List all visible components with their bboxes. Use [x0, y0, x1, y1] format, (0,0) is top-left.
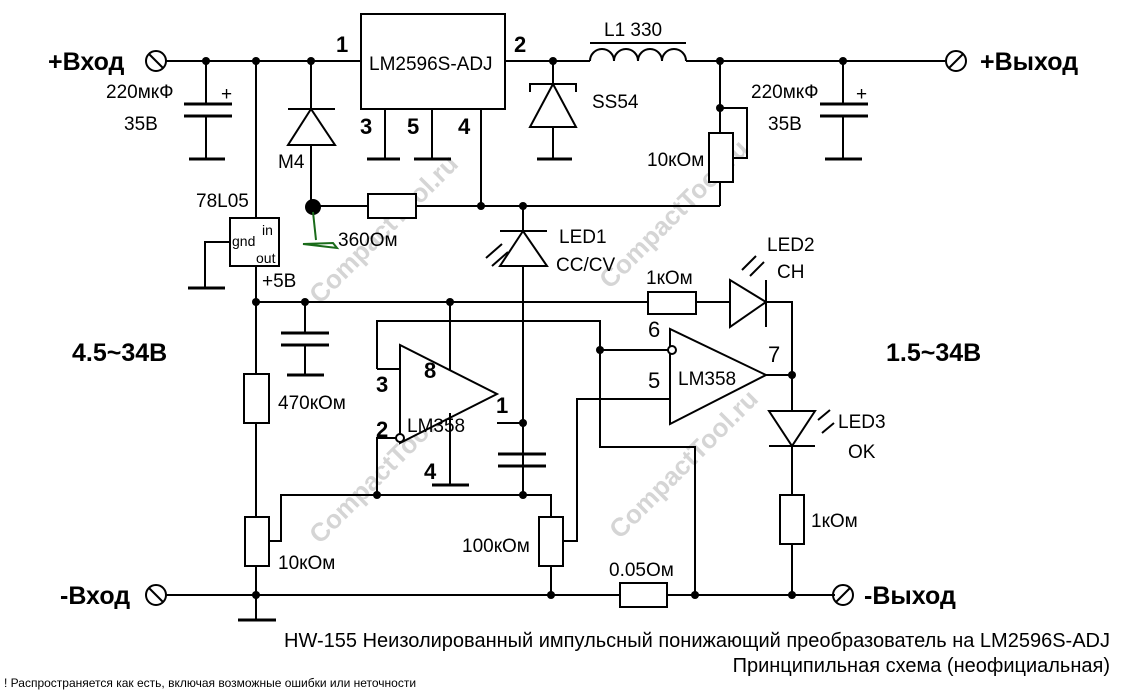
led3-name: LED3 [838, 412, 886, 433]
title-line-1: HW-155 Неизолированный импульсный понижа… [284, 630, 1110, 652]
output-minus-label: -Выход [864, 582, 956, 610]
cap-in-value: 220мкФ [106, 82, 174, 103]
led3-function: OK [848, 442, 876, 463]
led3: LED3 OK [767, 375, 886, 495]
opamp-a-pin-2: 2 [376, 417, 388, 442]
resistor-470k: 470кОм [243, 373, 346, 424]
opamp-a: LM358 3 8 2 4 1 [376, 302, 670, 495]
ldo-pin-gnd: gnd [232, 233, 255, 249]
res-led3-label: 1кОм [811, 511, 858, 532]
shunt-label: 0.05Ом [609, 560, 674, 581]
diode-m4: M4 [278, 61, 340, 250]
cap-out-voltage: 35В [768, 114, 802, 135]
res-470k-label: 470кОм [278, 393, 346, 414]
output-minus-terminal[interactable]: -Выход [832, 582, 956, 610]
inductor-l1: L1 330 [589, 20, 945, 62]
output-plus-terminal[interactable]: +Выход [945, 48, 1078, 76]
opamp-b-pin-5: 5 [648, 368, 660, 393]
feedback-pot-label: 10кОм [647, 150, 704, 171]
input-minus-label: -Вход [60, 582, 130, 610]
pot-10k-label: 10кОм [278, 553, 335, 574]
ldo-pin-out: out [256, 250, 276, 266]
led1-name: LED1 [559, 227, 607, 248]
opamp-b: LM358 6 5 7 [648, 317, 792, 426]
opamp-a-pin-8: 8 [424, 358, 436, 383]
sense-line [599, 350, 696, 595]
capacitor-5v [281, 302, 329, 377]
cap-out-value: 220мкФ [751, 82, 819, 103]
output-capacitor: + 220мкФ 35В [751, 61, 868, 161]
opamp-a-pin-4: 4 [424, 459, 437, 484]
regulator-pin-2: 2 [514, 32, 526, 57]
feedback-pot-10k: 10кОм [647, 61, 748, 206]
opamp-b-pin-6: 6 [648, 317, 660, 342]
opamp-b-name: LM358 [678, 369, 736, 390]
pot-10k: 10кОм [244, 494, 523, 574]
regulator-pin-4: 4 [458, 114, 471, 139]
opamp-b-pin-7: 7 [768, 342, 780, 367]
rail-5v: 1кОм [256, 268, 730, 315]
capacitor-comp [498, 452, 546, 468]
regulator-name: LM2596S-ADJ [369, 54, 493, 75]
pot-100k: 100кОм [462, 398, 670, 595]
res-360-label: 360Ом [338, 230, 398, 251]
output-plus-label: +Выход [980, 48, 1078, 76]
diode-m4-label: M4 [278, 152, 305, 173]
input-voltage-range: 4.5~34В [72, 339, 167, 367]
schottky-ss54: SS54 [505, 60, 639, 161]
resistor-led3: 1кОм [779, 494, 858, 595]
led1: LED1 CC/CV [485, 206, 615, 495]
opamp-a-pin-3: 3 [376, 372, 388, 397]
ldo-pin-in: in [262, 222, 273, 238]
resistor-360: 360Ом [313, 193, 720, 251]
pot-100k-label: 100кОм [462, 536, 530, 557]
output-voltage-range: 1.5~34В [886, 339, 981, 367]
led2: LED2 CH [729, 235, 815, 375]
junctions [202, 57, 847, 599]
ldo-out-label: +5В [262, 271, 296, 292]
regulator-pin-5: 5 [407, 114, 419, 139]
watermark: CompactTool.ru [303, 148, 464, 309]
input-plus-label: +Вход [48, 48, 125, 76]
regulator-pin-1: 1 [336, 32, 348, 57]
regulator-lm2596: LM2596S-ADJ 1 2 3 5 4 [336, 13, 526, 206]
opamp-a-pin-1: 1 [496, 393, 508, 418]
schottky-label: SS54 [592, 92, 639, 113]
led2-name: LED2 [767, 235, 815, 256]
led2-function: CH [777, 262, 804, 283]
cap-in-voltage: 35В [124, 114, 158, 135]
input-plus-terminal[interactable]: +Вход [48, 48, 167, 76]
ldo-78l05: in gnd out 78L05 +5В [188, 61, 296, 595]
disclaimer: ! Распространяется как есть, включая воз… [4, 676, 417, 690]
input-minus-terminal[interactable]: -Вход [60, 582, 167, 610]
regulator-pin-3: 3 [360, 114, 372, 139]
input-capacitor: + 220мкФ 35В [106, 61, 232, 161]
polarity-plus: + [221, 84, 232, 105]
ldo-name: 78L05 [196, 191, 249, 212]
inductor-label: L1 330 [604, 20, 662, 41]
opamp-a-name: LM358 [407, 416, 465, 437]
ground-rail: 0.05Ом [166, 560, 835, 622]
title-line-2: Принципильная схема (неофициальная) [732, 655, 1110, 677]
led1-function: CC/CV [556, 255, 615, 276]
polarity-plus: + [856, 84, 867, 105]
res-led2-label: 1кОм [646, 268, 693, 289]
